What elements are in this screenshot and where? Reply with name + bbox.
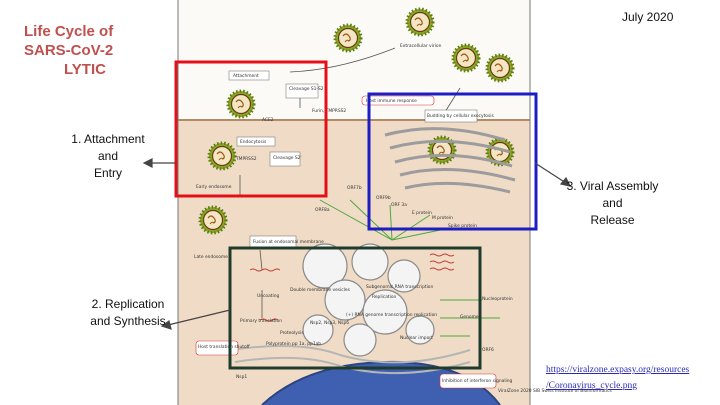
- label-orf7b: ORF7b: [347, 185, 362, 191]
- virion-endocytosed: [207, 141, 237, 171]
- attachment-entry-box: [174, 60, 328, 198]
- label-furin: Furin, TMPRSS2: [312, 108, 346, 114]
- source-link-line-2[interactable]: /Coronavirus_cycle.png: [546, 381, 638, 391]
- label-spike: Spike protein: [448, 223, 477, 229]
- label-fusion: Fusion at endosomal membrane: [253, 239, 324, 245]
- endoplasmic-reticulum: [229, 345, 471, 375]
- callout-assembly-line-1: 3. Viral Assembly: [566, 179, 659, 193]
- label-cleavage-s2: Cleavage S2': [273, 155, 302, 161]
- label-subgenomic: Subgenomic RNA transcription: [366, 284, 433, 290]
- callout-attachment-line-1: 1. Attachment: [71, 132, 145, 146]
- label-cleavage-s1s2: Cleavage S1-S2: [289, 86, 324, 92]
- label-m-protein: M protein: [432, 215, 453, 221]
- label-inhibition: Inhibition of interferon signaling: [442, 378, 513, 384]
- label-double-membrane: Double membrane vesicles: [290, 287, 351, 293]
- label-early-endosome: Early endosome: [196, 184, 232, 190]
- callout-arrows: [142, 158, 572, 330]
- label-genome-replication: (+) RNA genome transcription replication: [346, 312, 437, 318]
- virion-top-center: [405, 7, 435, 37]
- title-line-3: LYTIC: [64, 61, 106, 78]
- label-nucleoprotein: Nucleoprotein: [482, 296, 513, 302]
- label-replication: Replication: [372, 294, 397, 300]
- virion-top-far-right: [485, 53, 515, 83]
- label-orf3a: ORF 3a: [391, 202, 407, 208]
- virion-attaching: [226, 89, 256, 119]
- callout-replication-line-2: and Synthesis: [90, 314, 166, 328]
- double-membrane-vesicles: [302, 243, 435, 357]
- title-line-1: Life Cycle of: [24, 23, 114, 40]
- rna-strands: [249, 253, 455, 322]
- label-nuclear-import: Nuclear import: [400, 335, 433, 341]
- label-uncoating: Uncoating: [257, 293, 280, 299]
- source-link[interactable]: https://viralzone.expasy.org/resources /…: [546, 362, 689, 394]
- label-proteolysis: Proteolysis: [280, 330, 304, 336]
- label-host-translation: Host translation shutoff: [198, 344, 251, 350]
- callout-attachment-line-3: Entry: [93, 166, 122, 180]
- label-extracellular-virion: Extracellular virion: [400, 43, 442, 49]
- label-orf9b: ORF9b: [376, 195, 391, 201]
- diagram-labels: Attachment Cleavage S1-S2 Furin, TMPRSS2…: [194, 43, 613, 394]
- label-polyprotein: Polyprotein pp 1a, pp1ab: [266, 341, 321, 347]
- slide-title: Life Cycle of SARS-CoV-2 LYTIC: [24, 22, 184, 79]
- label-ace2: ACE2: [262, 117, 274, 123]
- callout-attachment-line-2: and: [97, 149, 119, 163]
- callout-attachment-entry: 1. Attachment and Entry: [60, 131, 156, 182]
- viral-assembly-box: [367, 92, 538, 231]
- callout-assembly-line-3: Release: [590, 213, 635, 227]
- callout-replication-synthesis: 2. Replication and Synthesis: [78, 296, 178, 330]
- date-label: July 2020: [622, 10, 674, 24]
- label-orf6: ORF6: [482, 347, 494, 353]
- label-budding: Budding by cellular exocytosis: [427, 113, 494, 119]
- label-endocytosis: Endocytosis: [240, 139, 267, 145]
- label-copyright: ViralZone 2020 SIB Swiss Institute of Bi…: [498, 388, 613, 394]
- callout-assembly-line-2: and: [602, 196, 623, 210]
- nucleus: [262, 361, 500, 405]
- virion-top-right: [451, 43, 481, 73]
- label-nsp1: Nsp1: [236, 374, 247, 380]
- label-nsp: Nsp2, Nsp3, Nsp6: [310, 320, 349, 326]
- golgi-apparatus: [384, 127, 516, 194]
- label-late-endosome: Late endosome: [194, 254, 228, 260]
- label-e-protein: E protein: [412, 210, 432, 216]
- source-link-line-1[interactable]: https://viralzone.expasy.org/resources: [546, 365, 690, 375]
- label-host-immune: Host immune response: [366, 98, 417, 104]
- callout-viral-assembly: 3. Viral Assembly and Release: [540, 178, 685, 229]
- label-genome: Genome: [460, 314, 479, 320]
- title-line-2: SARS-CoV-2: [24, 42, 114, 59]
- callout-replication-line-1: 2. Replication: [91, 297, 165, 311]
- label-tmprss2: TMPRSS2: [235, 156, 257, 162]
- label-orf8a: ORF8a: [315, 207, 330, 213]
- virion-top-left: [333, 23, 363, 53]
- label-primary-translation: Primary translation: [240, 318, 282, 324]
- label-attachment: Attachment: [233, 73, 259, 79]
- virion-early-endosome: [198, 205, 228, 235]
- replication-synthesis-box: [228, 246, 482, 370]
